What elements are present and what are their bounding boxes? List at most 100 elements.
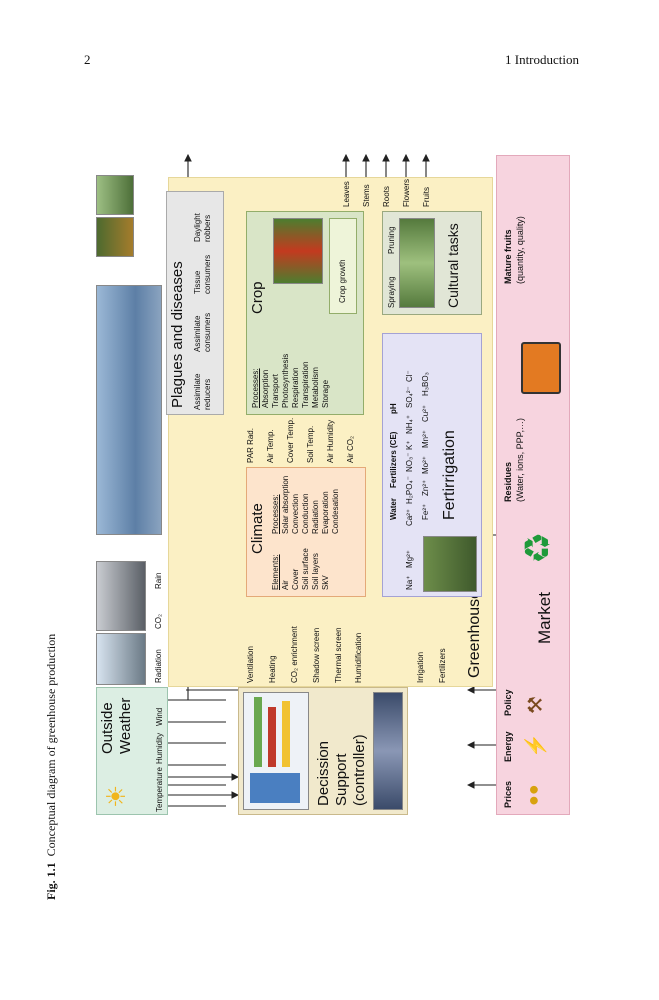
cultural-tasks-photo [399, 218, 435, 308]
cultural-tasks-title: Cultural tasks [445, 223, 461, 308]
weather-var-humidity: Humidity [155, 732, 164, 764]
insect-photo-1 [96, 217, 134, 257]
ion: Mg²⁺ [405, 550, 414, 568]
climate-var-cover-temp: Cover Temp. [286, 417, 295, 463]
plague-item: Assimilate [193, 373, 202, 410]
crop-photo [273, 218, 323, 284]
crop-process: Transport [271, 374, 280, 408]
plague-item: robbers [203, 214, 212, 242]
crop-process: Respiration [291, 367, 300, 408]
ion: Cl⁻ [405, 370, 414, 382]
ion: Zn²⁺ [421, 479, 430, 496]
climate-var-par: PAR Rad. [246, 428, 255, 463]
crop-process: Absorption [261, 369, 270, 408]
market-input-energy: Energy [503, 731, 513, 762]
ion: Mo²⁺ [421, 456, 430, 474]
controller-screen-photo [243, 692, 309, 810]
weather-var-temperature: Temperature [155, 767, 164, 812]
plague-item: reducers [203, 378, 212, 410]
outside-weather-title-1: Outside [99, 702, 116, 754]
ion: Fe²⁺ [421, 503, 430, 520]
climate-process: Evaporation [321, 491, 330, 534]
climate-process: Condesation [331, 489, 340, 534]
ion: Ca²⁺ [405, 508, 414, 526]
crop-process: Photosynthesis [281, 353, 290, 408]
ion: Mn²⁺ [421, 430, 430, 448]
ion: NO₃⁻ [405, 452, 414, 472]
figure-caption: Fig. 1.1Conceptual diagram of greenhouse… [44, 634, 64, 900]
plagues-title: Plagues and diseases [169, 261, 186, 408]
market-label: Market [535, 592, 554, 644]
plague-item: Tissue [193, 270, 202, 294]
residues-title: Residues [503, 461, 513, 502]
climate-var-air-humidity: Air Humidity [326, 419, 335, 463]
drip-irrigation-photo [423, 536, 477, 592]
ion: K⁺ [405, 440, 414, 450]
weather-var-wind: Wind [155, 707, 164, 726]
actuator-co2-enrichment: CO₂ enrichment [290, 626, 299, 683]
ion: NH₄⁺ [405, 414, 414, 434]
page-number: 2 [84, 52, 91, 67]
fert-header-ph: pH [389, 403, 398, 414]
ion: H₂PO₄⁻ [405, 476, 414, 504]
greenhouse-label: Greenhouse [466, 589, 483, 678]
tomato-crate-photo [521, 342, 561, 394]
market-panel: Market Prices Energy Policy ●● ⚡ ⚒ Resid… [496, 155, 570, 815]
crop-output-flowers: Flowers [402, 178, 411, 207]
market-input-prices: Prices [503, 780, 513, 808]
actuator-ventilation: Ventilation [246, 646, 255, 683]
crop-panel: Crop Processes: Absorption Transport Pho… [246, 211, 364, 415]
crop-growth-label: Crop growth [338, 259, 347, 303]
crop-process: Transpiration [301, 361, 310, 408]
decision-support-panel: Decission Support (controller) [238, 687, 408, 815]
market-input-policy: Policy [503, 689, 513, 716]
crop-title: Crop [249, 281, 266, 314]
mature-fruits-title: Mature fruits [503, 229, 513, 284]
cultural-tasks-panel: Spraying Pruning Cultural tasks [382, 211, 482, 315]
climate-element: Cover [291, 568, 300, 590]
climate-process: Radiation [311, 500, 320, 534]
ion: SO₄²⁻ [405, 386, 414, 408]
weather-var-co2: CO₂ [154, 613, 163, 629]
weather-var-radiation: Radiation [154, 649, 163, 683]
plague-item: consumers [203, 254, 212, 294]
climate-process: Solar absorption [281, 475, 290, 534]
controller-cabinet-photo [373, 692, 403, 810]
decision-title-2: Support [333, 753, 350, 806]
figure-canvas: Greenhouse Market Prices Energy Policy ●… [96, 153, 570, 815]
climate-panel: Climate Elements: Air Cover Soil surface… [246, 467, 366, 597]
climate-process: Conduction [301, 493, 310, 534]
climate-title: Climate [249, 503, 266, 554]
crop-growth-box: Crop growth [329, 218, 357, 314]
fert-header-fertilizers: Fertilizers (CE) [389, 431, 398, 488]
actuator-shadow-screen: Shadow screen [312, 627, 321, 683]
gavel-icon: ⚒ [525, 696, 547, 714]
climate-processes-title: Processes: [271, 494, 280, 534]
crop-process: Metabolism [311, 367, 320, 408]
coins-icon: ●● [523, 784, 543, 806]
climate-element: Air [281, 580, 290, 590]
actuator-thermal-screen: Thermal screen [334, 627, 343, 683]
running-head: 1 Introduction [504, 52, 579, 67]
ion: Na⁺ [405, 575, 414, 590]
crop-process: Storage [321, 379, 330, 408]
fertirrigation-panel: Water Fertilizers (CE) pH Na⁺ Mg²⁺ Ca²⁺ … [382, 333, 482, 597]
crop-output-roots: Roots [382, 186, 391, 207]
plague-item: consumers [203, 312, 212, 352]
fertirrigation-title: Fertirrigation [441, 430, 458, 520]
plague-item: Daylight [193, 213, 202, 242]
crop-processes-title: Processes: [251, 368, 260, 408]
plagues-panel: Plagues and diseases Assimilate reducers… [166, 191, 224, 415]
actuator-heating: Heating [268, 655, 277, 683]
leaf-photo [96, 175, 134, 215]
crop-output-stems: Stems [362, 184, 371, 207]
greenhouse-aerial-photo [96, 285, 162, 535]
recycle-icon: ♻ [517, 531, 558, 564]
climate-var-soil-temp: Soil Temp. [306, 425, 315, 463]
sensor-photo [96, 561, 146, 631]
weather-station-photo [96, 633, 146, 685]
actuator-humidification: Humidification [354, 632, 363, 683]
climate-element: Soil surface [301, 548, 310, 590]
climate-elements-title: Elements: [271, 554, 280, 590]
decision-title-3: (controller) [351, 734, 368, 806]
